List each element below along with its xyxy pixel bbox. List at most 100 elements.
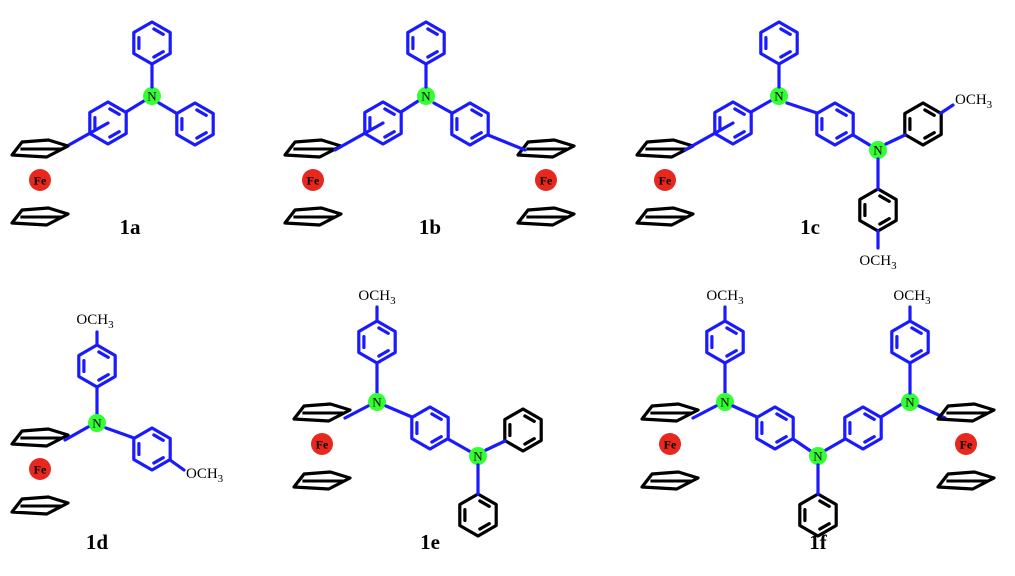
ferrocene-icon — [635, 206, 695, 227]
compound-label-d: 1d — [86, 530, 109, 554]
iron-atom: Fe — [311, 433, 333, 455]
benzene-ring-icon — [705, 319, 745, 365]
iron-label: Fe — [540, 174, 553, 188]
nitrogen-label: N — [720, 395, 730, 410]
methoxy-group: OCH3 — [706, 288, 744, 307]
compound-label-e: 1e — [420, 530, 440, 554]
nitrogen-label: N — [813, 449, 823, 464]
ferrocene-icon — [936, 470, 996, 491]
benzene-ring-icon — [450, 101, 490, 147]
ferrocene-icon — [936, 402, 996, 423]
nitrogen-atom: N — [88, 414, 106, 432]
benzene-ring-icon — [458, 492, 498, 538]
ferrocene-icon — [635, 138, 695, 159]
ferrocene-icon — [10, 495, 70, 516]
nitrogen-atom: N — [809, 447, 827, 465]
methoxy-group: OCH3 — [76, 312, 114, 331]
ferrocene-icon — [10, 206, 70, 227]
compound-label-a: 1a — [120, 215, 142, 239]
methoxy-group: OCH3 — [358, 288, 396, 307]
benzene-ring-icon — [175, 101, 215, 147]
iron-label: Fe — [34, 174, 47, 188]
benzene-ring-icon — [903, 101, 943, 147]
benzene-ring-icon — [858, 187, 898, 233]
methoxy-group: OCH3 — [859, 253, 897, 272]
benzene-ring-icon — [132, 426, 172, 472]
compound-label-c: 1c — [800, 215, 820, 239]
nitrogen-atom: N — [469, 447, 487, 465]
bond — [683, 121, 735, 152]
nitrogen-atom: N — [901, 393, 919, 411]
iron-atom: Fe — [659, 433, 681, 455]
ferrocene-icon — [640, 402, 700, 423]
bond — [879, 400, 907, 419]
nitrogen-label: N — [774, 89, 784, 104]
iron-atom: Fe — [302, 169, 324, 191]
nitrogen-atom: N — [869, 141, 887, 159]
benzene-ring-icon — [503, 407, 543, 453]
nitrogen-label: N — [473, 449, 483, 464]
bond — [824, 437, 847, 452]
methoxy-group: OCH3 — [955, 92, 993, 111]
benzene-ring-icon — [890, 319, 930, 365]
nitrogen-label: N — [873, 143, 883, 158]
iron-atom: Fe — [535, 169, 557, 191]
benzene-ring-icon — [815, 101, 855, 147]
nitrogen-label: N — [905, 395, 915, 410]
iron-label: Fe — [316, 438, 329, 452]
ferrocene-icon — [640, 470, 700, 491]
bond — [333, 121, 385, 152]
benzene-ring-icon — [798, 492, 838, 538]
benzene-ring-icon — [357, 319, 397, 365]
ferrocene-icon — [283, 206, 343, 227]
bond — [884, 133, 907, 146]
benzene-ring-icon — [843, 405, 883, 451]
bond — [343, 404, 370, 420]
iron-atom: Fe — [29, 458, 51, 480]
compound-label-b: 1b — [419, 215, 441, 239]
iron-label: Fe — [960, 438, 973, 452]
bond — [731, 404, 759, 419]
nitrogen-label: N — [92, 416, 102, 431]
nitrogen-label: N — [421, 89, 431, 104]
bond — [432, 101, 454, 115]
benzene-ring-icon — [755, 405, 795, 451]
benzene-ring-icon — [132, 20, 172, 66]
ferrocene-icon — [292, 470, 352, 491]
nitrogen-label: N — [372, 395, 382, 410]
bond — [63, 425, 90, 442]
ferrocene-icon — [292, 402, 352, 423]
bond — [484, 439, 507, 452]
iron-atom: Fe — [955, 433, 977, 455]
benzene-ring-icon — [759, 20, 799, 66]
bond — [939, 103, 955, 115]
compound-label-f: 1f — [809, 530, 828, 554]
bond — [384, 404, 414, 419]
bond — [691, 404, 718, 420]
bond — [157, 101, 178, 115]
iron-label: Fe — [307, 174, 320, 188]
ferrocene-icon — [283, 138, 343, 159]
ferrocene-icon — [10, 138, 70, 159]
iron-atom: Fe — [654, 169, 676, 191]
nitrogen-atom: N — [143, 87, 161, 105]
bond — [104, 426, 136, 440]
methoxy-group: OCH3 — [186, 466, 224, 485]
iron-label: Fe — [664, 438, 677, 452]
ferrocene-icon — [516, 138, 576, 159]
ferrocene-icon — [10, 427, 70, 448]
bond — [486, 133, 527, 152]
benzene-ring-icon — [406, 20, 446, 66]
bond — [785, 101, 819, 115]
benzene-ring-icon — [77, 343, 117, 389]
bond — [168, 458, 186, 472]
nitrogen-atom: N — [368, 393, 386, 411]
iron-atom: Fe — [29, 169, 51, 191]
ferrocene-icon — [516, 206, 576, 227]
benzene-ring-icon — [410, 405, 450, 451]
iron-label: Fe — [659, 174, 672, 188]
nitrogen-atom: N — [417, 87, 435, 105]
methoxy-group: OCH3 — [893, 288, 931, 307]
